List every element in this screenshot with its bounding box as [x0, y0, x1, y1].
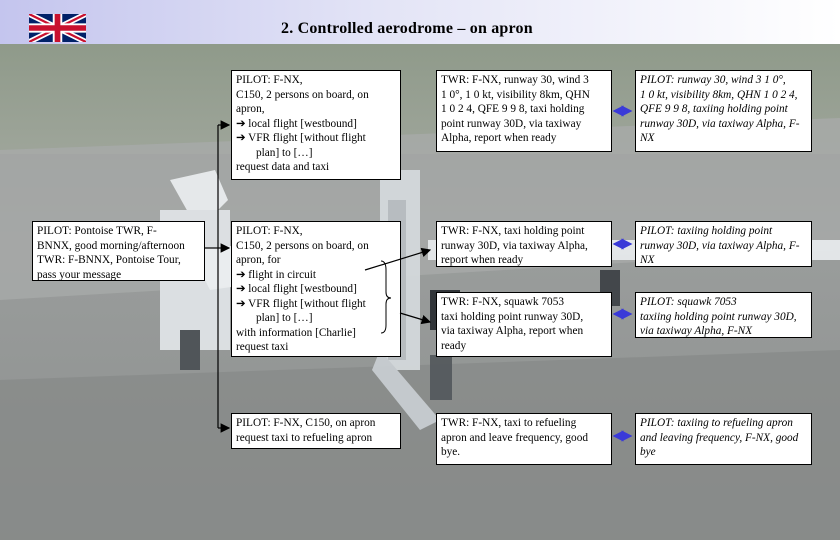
box-line: 1 0 2 4, QFE 9 9 8, taxi holding: [441, 103, 585, 115]
box-line: TWR: F-NX, squawk 7053: [441, 296, 565, 308]
box-line: via taxiway Alpha, F-NX: [640, 325, 753, 337]
box-line: request taxi: [236, 341, 289, 353]
box-line: ➔ flight in circuit: [236, 268, 317, 281]
box-line: plan] to […]: [256, 146, 313, 159]
row3-pilot-request-box: PILOT: F-NX, C150, on apron request taxi …: [231, 413, 401, 449]
box-line: BNNX, good morning/afternoon: [37, 239, 185, 252]
box-line: with information [Charlie]: [236, 326, 356, 339]
box-line: runway 30D, via taxiway Alpha, F-: [640, 117, 800, 130]
box-line: ➔ VFR flight [without flight: [236, 132, 366, 144]
box-line: ➔ local flight [westbound]: [236, 117, 357, 130]
box-line: and leaving frequency, F-NX, good: [640, 431, 799, 444]
box-line: PILOT: runway 30, wind 3 1 0°,: [640, 74, 786, 86]
box-line: PILOT: taxiing to refueling apron: [640, 417, 793, 429]
box-line: NX: [640, 132, 655, 144]
box-line: apron, for: [236, 254, 281, 266]
box-line: runway 30D, via taxiway Alpha,: [441, 239, 588, 252]
box-line: PILOT: F-NX, C150, on apron: [236, 417, 376, 429]
page-title: 2. Controlled aerodrome – on apron: [281, 20, 533, 37]
box-line: PILOT: squawk 7053: [640, 296, 737, 308]
row3-twr-instruction-box: TWR: F-NX, taxi to refueling apron and le…: [436, 413, 612, 465]
box-line: QFE 9 9 8, taxiing holding point: [640, 103, 788, 115]
box-line: Alpha, report when ready: [441, 132, 557, 144]
row3-pilot-readback-box: PILOT: taxiing to refueling apron and lea…: [635, 413, 812, 465]
box-line: runway 30D, via taxiway Alpha, F-: [640, 239, 800, 252]
row1-pilot-readback-box: PILOT: runway 30, wind 3 1 0°, 1 0 kt, vi…: [635, 70, 812, 152]
box-line: ready: [441, 339, 467, 352]
header-bar: 2. Controlled aerodrome – on apron: [0, 0, 840, 44]
box-line: apron,: [236, 103, 265, 115]
box-line: PILOT: F-NX,: [236, 225, 303, 237]
box-line: bye.: [441, 446, 461, 458]
row2-twr-instruction-b-box: TWR: F-NX, squawk 7053 taxi holding point…: [436, 292, 612, 357]
row2-pilot-readback-b-box: PILOT: squawk 7053 taxiing holding point …: [635, 292, 812, 338]
row2-pilot-request-box: PILOT: F-NX, C150, 2 persons on board, on…: [231, 221, 401, 357]
box-line: taxiing holding point runway 30D,: [640, 310, 797, 323]
box-line: point runway 30D, via taxiway: [441, 117, 582, 130]
box-line: TWR: F-NX, taxi holding point: [441, 225, 585, 237]
box-line: TWR: F-NX, runway 30, wind 3: [441, 74, 589, 86]
box-line: C150, 2 persons on board, on: [236, 239, 369, 252]
uk-flag-icon: [29, 14, 86, 42]
box-line: ➔ VFR flight [without flight: [236, 297, 366, 310]
box-line: ➔ local flight [westbound]: [236, 283, 357, 295]
box-line: TWR: F-BNNX, Pontoise Tour,: [37, 254, 181, 266]
box-line: TWR: F-NX, taxi to refueling: [441, 417, 577, 429]
box-line: PILOT: Pontoise TWR, F-: [37, 225, 157, 237]
box-line: pass your message: [37, 268, 122, 281]
box-line: via taxiway Alpha, report when: [441, 325, 584, 337]
box-line: NX: [640, 254, 655, 266]
box-line: request data and taxi: [236, 161, 330, 173]
box-line: PILOT: taxiing holding point: [640, 225, 773, 237]
box-line: PILOT: F-NX,: [236, 74, 303, 86]
box-line: plan] to […]: [256, 312, 313, 324]
row2-pilot-readback-a-box: PILOT: taxiing holding point runway 30D, …: [635, 221, 812, 267]
row2-twr-instruction-a-box: TWR: F-NX, taxi holding point runway 30D,…: [436, 221, 612, 267]
box-line: 1 0 kt, visibility 8km, QHN 1 0 2 4,: [640, 88, 798, 101]
box-line: report when ready: [441, 254, 524, 266]
box-line: 1 0°, 1 0 kt, visibility 8km, QHN: [441, 88, 590, 101]
row1-pilot-request-box: PILOT: F-NX, C150, 2 persons on board, on…: [231, 70, 401, 180]
left-greeting-box: PILOT: Pontoise TWR, F- BNNX, good mornin…: [32, 221, 205, 281]
box-line: C150, 2 persons on board, on: [236, 88, 369, 101]
box-line: bye: [640, 446, 656, 458]
box-line: taxi holding point runway 30D,: [441, 310, 584, 323]
box-line: request taxi to refueling apron: [236, 431, 373, 444]
box-line: apron and leave frequency, good: [441, 431, 589, 444]
row1-twr-instruction-box: TWR: F-NX, runway 30, wind 3 1 0°, 1 0 kt…: [436, 70, 612, 152]
